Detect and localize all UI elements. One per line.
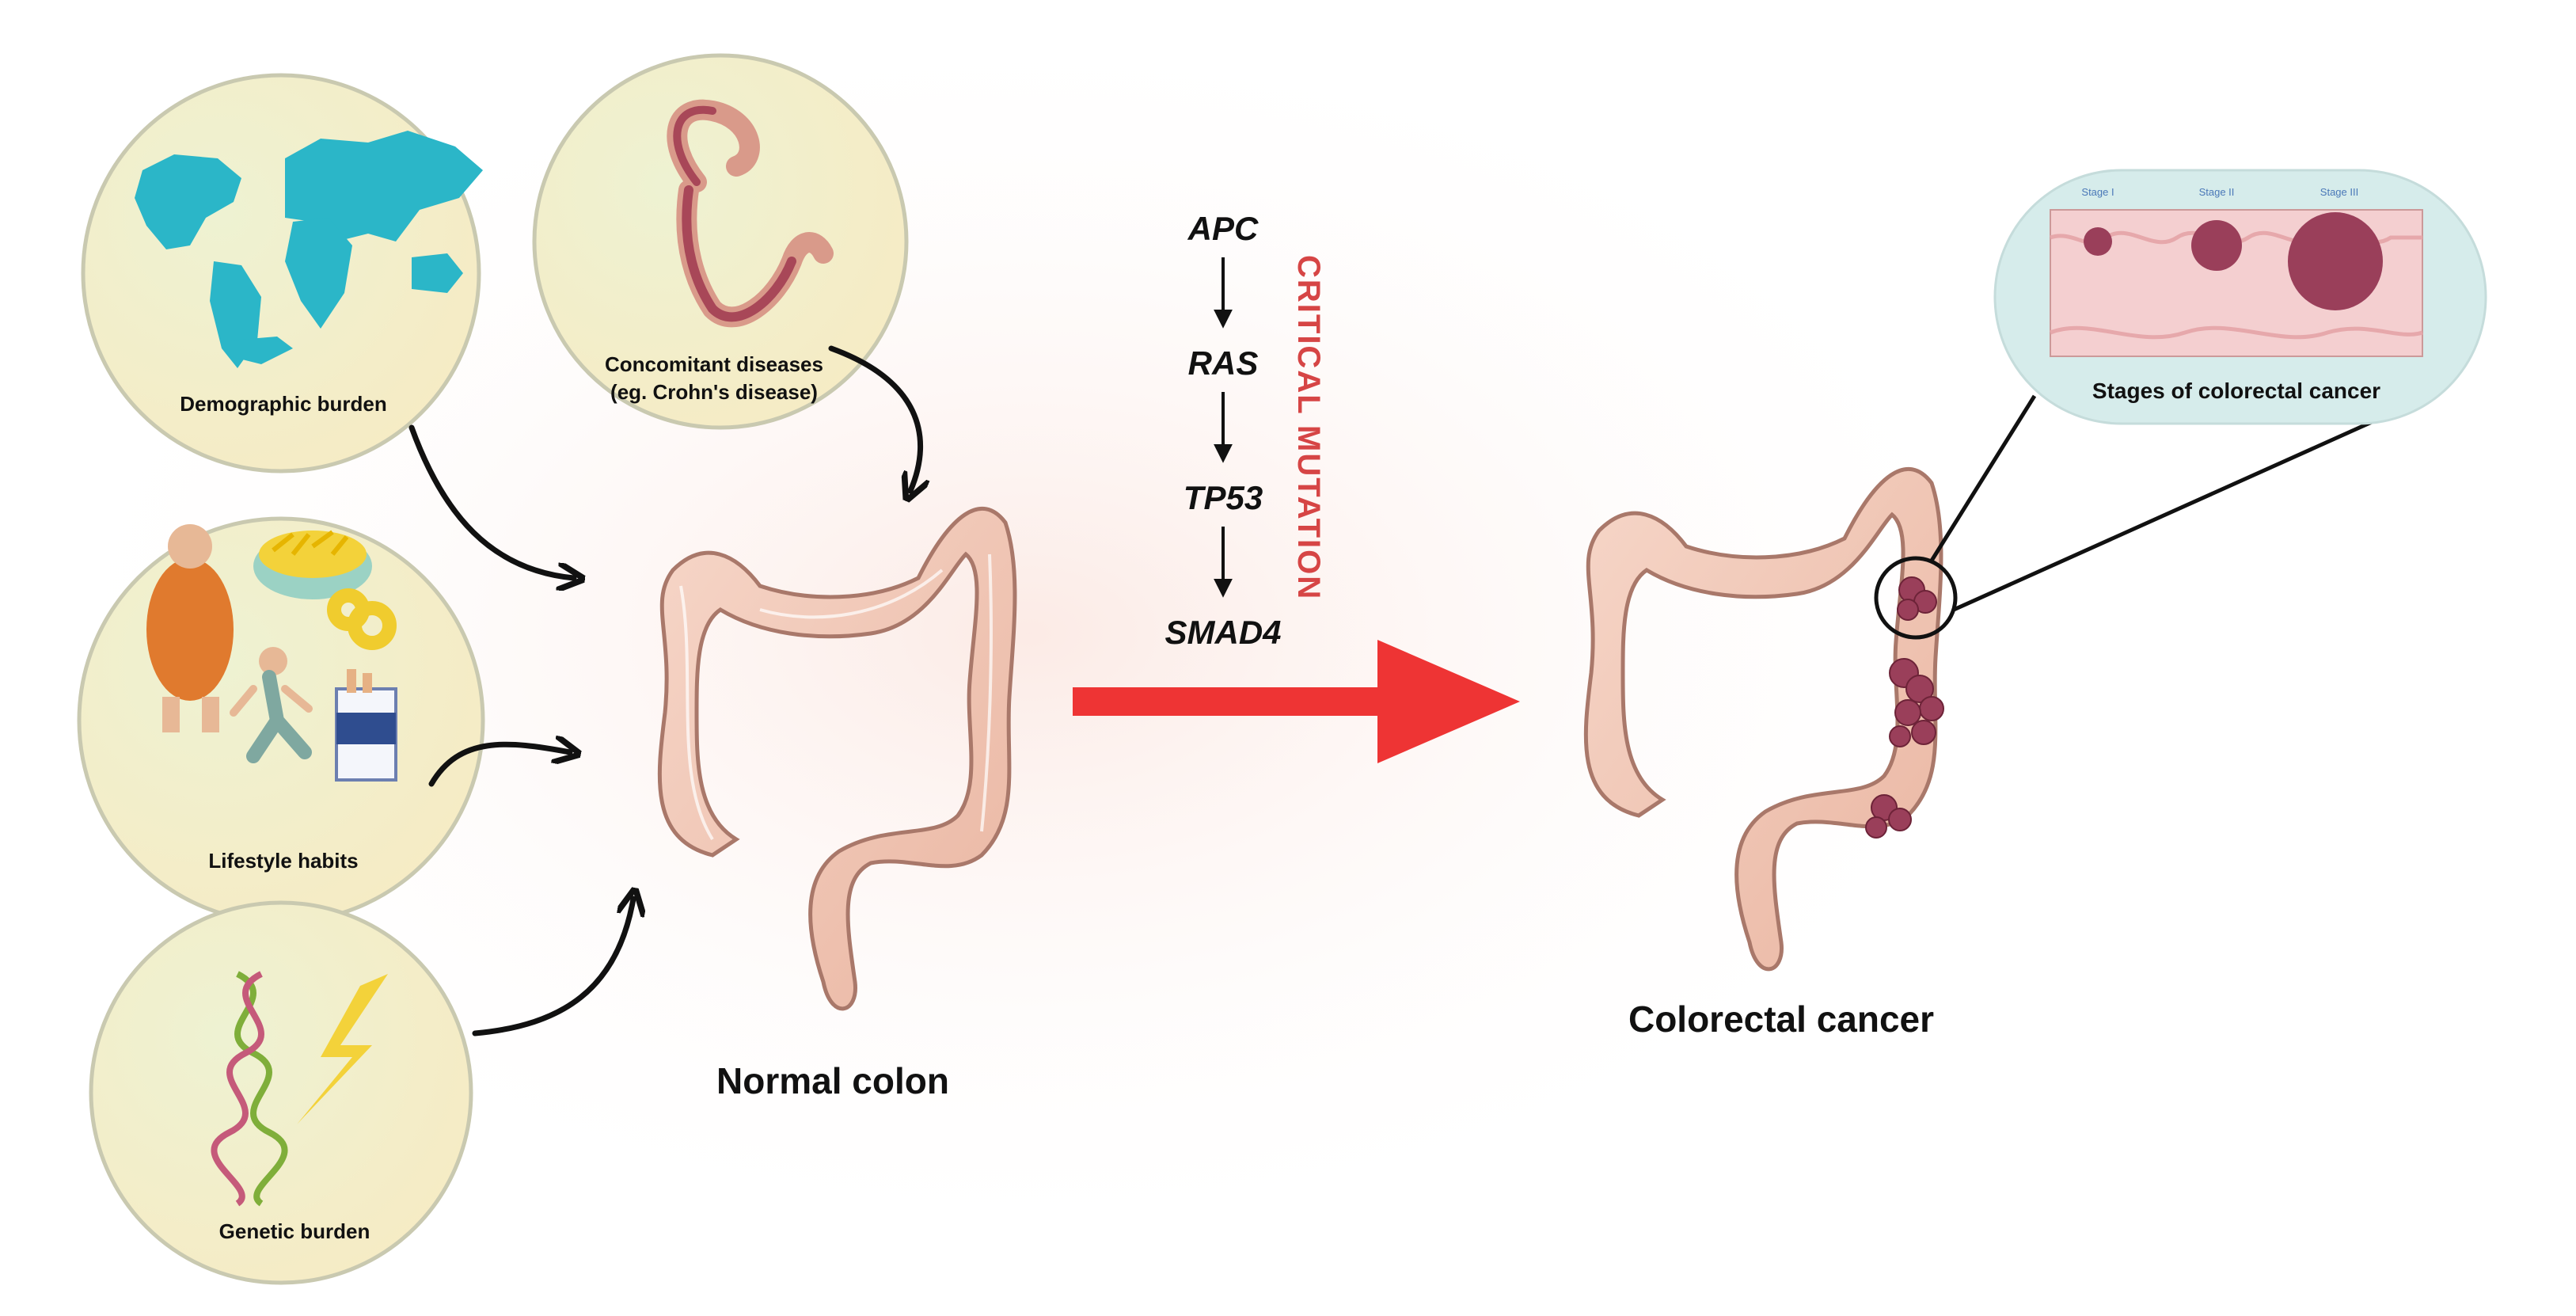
critical-mutation-text: CRITICAL MUTATION	[1291, 255, 1326, 601]
stage-2-tumor	[2191, 220, 2242, 271]
obesity-icon	[146, 524, 234, 732]
intestine-icon	[667, 99, 834, 328]
tumor-cluster	[1865, 576, 1944, 839]
fries-bowl-icon	[253, 530, 372, 599]
risk-arrows	[408, 345, 921, 1036]
stage-1-label: Stage I	[2081, 186, 2114, 198]
stage-3-tumor	[2288, 212, 2383, 310]
cigarette-pack-icon	[335, 669, 397, 782]
zoom-indicator	[1874, 394, 2396, 640]
lightning-icon	[297, 974, 388, 1124]
gene-ras: RAS	[1187, 344, 1259, 382]
lifestyle-label: Lifestyle habits	[208, 849, 359, 873]
colorectal-cancer-label: Colorectal cancer	[1628, 998, 1935, 1040]
concomitant-circle	[532, 53, 909, 430]
progression-arrow	[1073, 640, 1520, 763]
stage-2-label: Stage II	[2198, 186, 2235, 198]
stage-1-tumor	[2084, 227, 2112, 256]
concomitant-label-line2: (eg. Crohn's disease)	[610, 380, 818, 404]
gene-smad4: SMAD4	[1165, 614, 1282, 651]
normal-colon-illustration	[657, 506, 1017, 1011]
donut-icon	[327, 588, 397, 650]
arrow-concomitant	[828, 345, 921, 491]
background-glow	[0, 0, 2058, 1267]
gene-apc: APC	[1187, 210, 1259, 247]
concomitant-label-line1: Concomitant diseases	[605, 352, 823, 376]
lifestyle-circle	[77, 516, 485, 925]
genetic-label: Genetic burden	[218, 1219, 370, 1243]
arrow-lifestyle	[428, 744, 570, 787]
cancer-colon-illustration	[1583, 466, 1944, 972]
arrow-demographic	[408, 424, 574, 578]
normal-colon-label: Normal colon	[716, 1060, 949, 1101]
arrow-genetic	[472, 899, 633, 1036]
genetic-circle	[89, 900, 473, 1285]
stages-inset-title: Stages of colorectal cancer	[2092, 378, 2381, 403]
demographic-circle	[81, 73, 483, 474]
runner-icon	[230, 647, 313, 763]
demographic-label: Demographic burden	[180, 392, 387, 416]
stages-inset	[1993, 169, 2487, 425]
world-map-icon	[135, 131, 483, 368]
gene-tp53: TP53	[1183, 479, 1263, 516]
dna-icon	[211, 971, 288, 1207]
stage-3-label: Stage III	[2320, 186, 2359, 198]
